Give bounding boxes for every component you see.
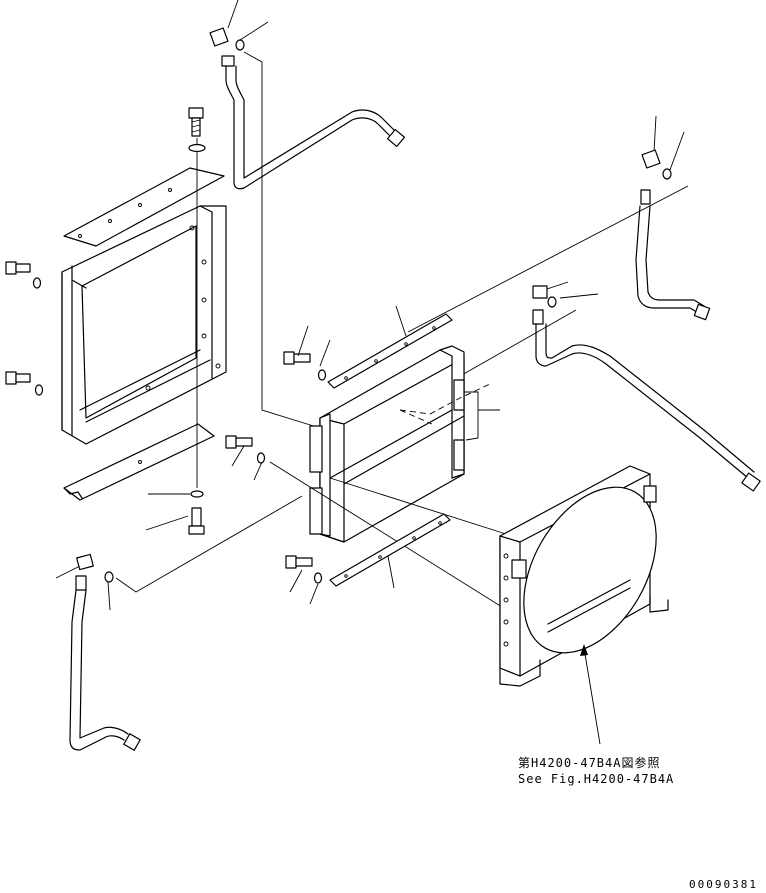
upper-hose-pipe — [209, 0, 406, 429]
frame-opening — [81, 225, 197, 419]
reference-note-english: See Fig.H4200-47B4A — [518, 772, 675, 786]
left-frame-assembly — [61, 138, 227, 501]
left-side-bolts — [5, 261, 44, 396]
bottom-cover-plate — [63, 423, 215, 501]
top-bolt — [188, 107, 206, 153]
drawing-number: 00090381 — [689, 878, 758, 891]
upper-mounting-strip — [283, 305, 453, 389]
lower-mounting-strip — [285, 513, 451, 605]
reference-note-japanese: 第H4200-47B4A図参照 — [518, 756, 661, 770]
right-centre-pipe — [431, 281, 761, 492]
lower-left-pipe — [55, 495, 303, 751]
top-cover-plate — [63, 167, 225, 247]
right-upper-pipe — [407, 115, 711, 333]
bottom-bolt — [145, 490, 205, 535]
washer — [188, 143, 206, 153]
core-lower-bolts — [225, 435, 511, 613]
fan-shroud — [499, 465, 669, 745]
radiator-core — [309, 345, 500, 543]
